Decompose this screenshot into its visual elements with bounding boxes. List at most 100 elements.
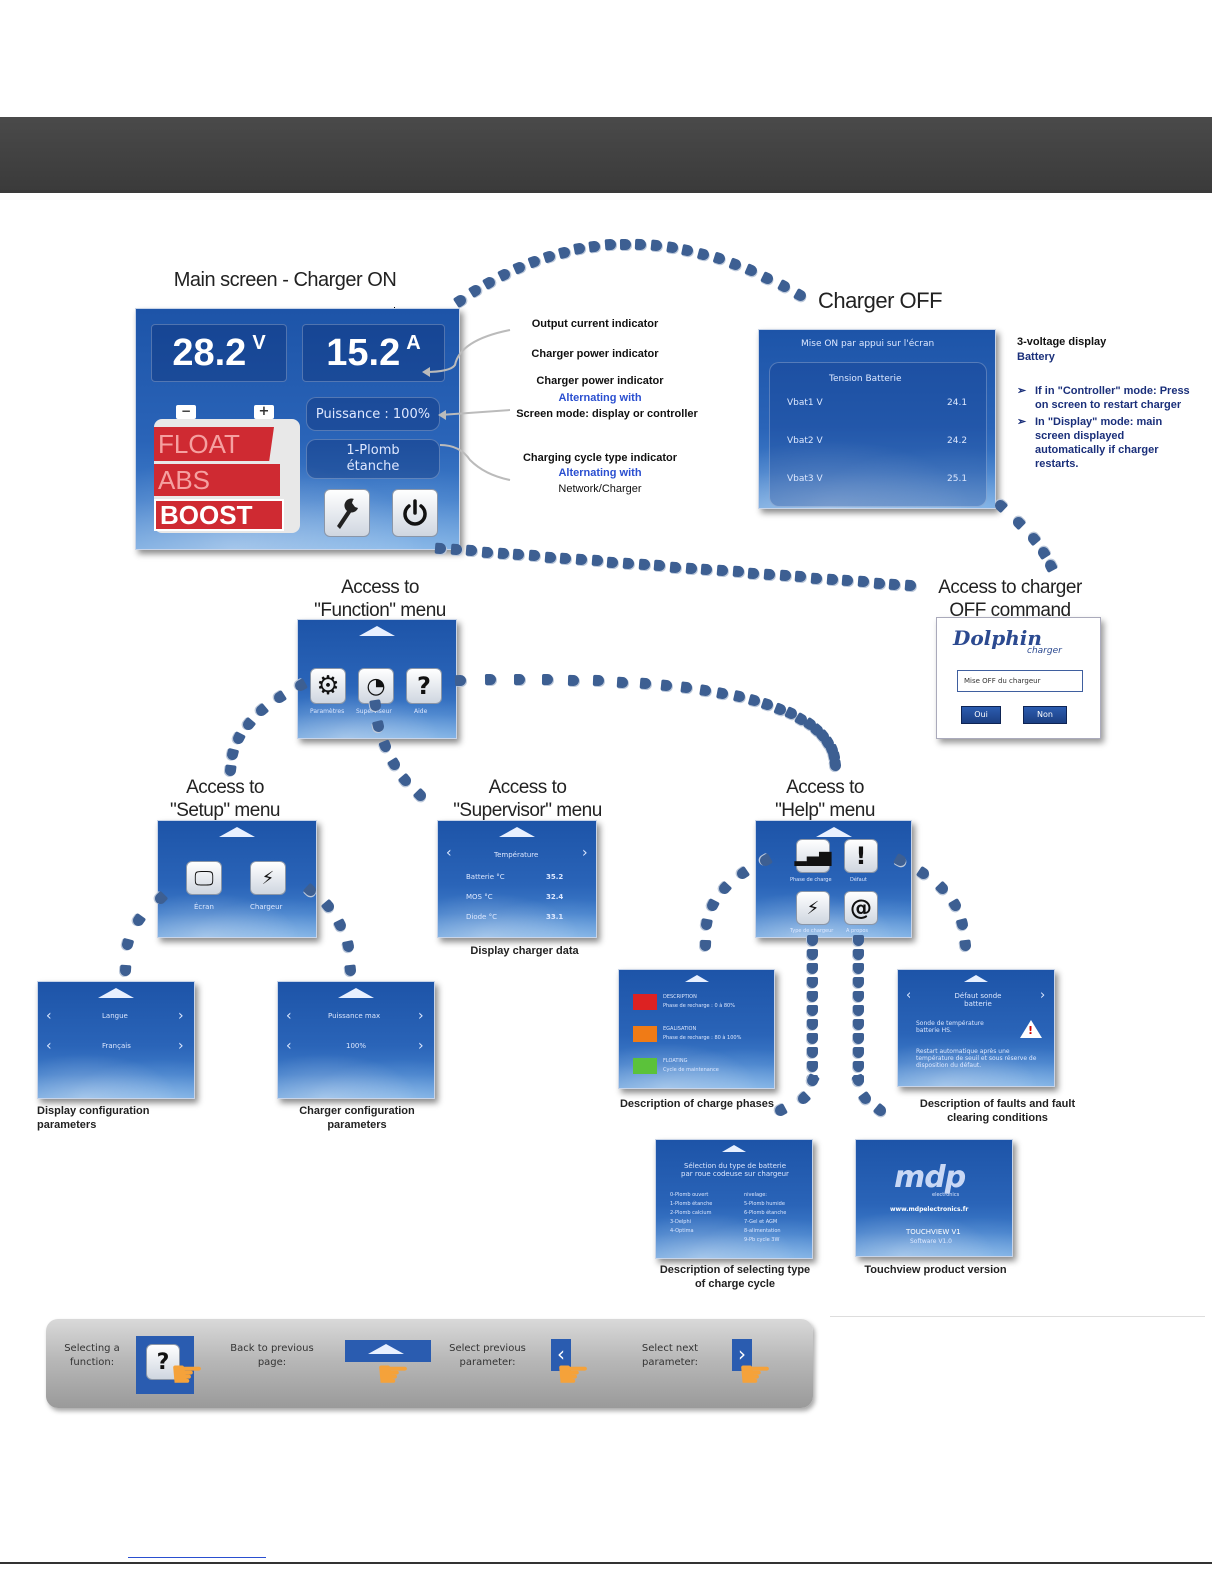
supervisor-menu-title: Access to "Supervisor" menu [453,777,602,821]
help-button[interactable]: ? [406,668,442,704]
flow-arrow-dot [747,567,760,580]
current-box: 15.2 A [302,324,445,382]
flow-arrow-dot [700,563,713,576]
vbat3-value: 25.1 [947,474,968,484]
help-menu-screen: ▂▄▆ ! ⚡ @ Phase de charge Défaut Type de… [755,820,912,938]
flow-arrow-dot [541,674,553,686]
wrench-button[interactable] [324,489,370,537]
back-chevron-icon[interactable] [722,1145,746,1152]
version-product: TOUCHVIEW V1 [906,1228,961,1236]
settings-button[interactable]: ⚙ [310,668,346,704]
next-arrow-icon[interactable]: › [418,1038,424,1054]
supervisor-caption: Display charger data [470,945,579,957]
flow-arrow-dot [604,239,616,251]
flow-arrow-dot [559,552,572,565]
back-chevron-icon[interactable] [684,975,709,982]
cycle-left-4: 4-Optima [670,1228,694,1234]
vbat1-value: 24.1 [947,398,968,408]
mdp-logo: mdp [894,1160,966,1195]
next-arrow-icon[interactable]: › [178,1008,184,1024]
flow-arrow-dot [853,991,864,1002]
voltage-unit: V [252,331,266,354]
charger-off-screen[interactable]: Mise ON par appui sur l'écran Tension Ba… [758,329,996,509]
help-label-type: Type de chargeur [790,928,834,934]
flow-arrow-dot [761,697,775,712]
flow-arrow-dot [434,542,447,555]
back-chevron-icon[interactable] [219,827,255,837]
voltage-value: 28.2 [172,331,247,374]
flow-arrow-dot [467,283,483,299]
bullet-arrow-icon: ➢ [1017,416,1027,428]
vbat1-label: Vbat1 V [787,398,823,408]
display-config-caption: Display configuration parameters [37,1105,150,1131]
prev-arrow-icon[interactable]: ‹ [46,1038,52,1054]
flow-arrow-dot [699,684,712,697]
back-chevron-icon[interactable] [815,827,852,837]
flow-arrow-dot [568,674,580,686]
fault-button[interactable]: ! [844,839,878,873]
flow-arrow-dot [956,917,970,932]
prev-arrow-icon[interactable]: ‹ [286,1038,292,1054]
flow-arrow-dot [807,977,818,988]
flow-arrow-dot [465,545,478,557]
prev-arrow-icon[interactable]: ‹ [906,988,912,1003]
phase-2-text: Phase de recharge : 80 à 100% [663,1035,742,1041]
next-arrow-icon[interactable]: › [178,1038,184,1054]
function-label-supervisor: Superviseur [356,708,392,715]
flow-arrow-dot [681,243,695,257]
next-arrow-icon[interactable]: › [418,1008,424,1024]
flow-arrow-dot [485,674,497,686]
annotation-alternating-2: Alternating with [558,467,642,479]
back-chevron-icon[interactable] [499,827,535,837]
power-button[interactable] [392,489,438,537]
flow-arrow-dot [591,554,604,567]
next-arrow-icon[interactable]: › [1040,988,1046,1003]
back-chevron-icon[interactable] [338,988,374,998]
back-chevron-icon[interactable] [964,975,988,982]
mdp-logo-sub: electronics [932,1192,960,1198]
function-label-help: Aide [414,708,428,715]
flow-arrow-dot [807,1061,818,1072]
flow-arrow-dot [240,716,256,732]
warning-mark: ! [1028,1024,1034,1037]
charger-type-button[interactable]: ⚡ [796,891,830,925]
next-arrow-icon[interactable]: › [582,845,588,861]
supervisor-button[interactable]: ◔ [358,668,394,704]
screen-setup-button[interactable]: 🖵 [186,861,222,895]
no-button[interactable]: Non [1023,706,1067,724]
flow-arrow-dot [853,1019,864,1030]
flow-arrow-dot [760,270,776,286]
charger-setup-button[interactable]: ⚡ [250,861,286,895]
cycle-right-2: 6-Plomb étanche [744,1210,787,1216]
flow-arrow-dot [841,574,854,587]
back-chevron-icon[interactable] [98,988,134,998]
phase-2-name: EGALISATION [663,1026,697,1032]
sup-row-3-label: Diode °C [466,913,497,921]
flow-arrow-dot [131,913,147,929]
charger-off-top-text: Mise ON par appui sur l'écran [801,339,935,349]
prev-arrow-icon[interactable]: ‹ [46,1008,52,1024]
flow-arrow-dot [697,247,711,261]
yes-button[interactable]: Oui [961,706,1001,724]
back-chevron-icon[interactable] [359,626,395,636]
about-button[interactable]: @ [844,891,878,925]
charge-phase-button[interactable]: ▂▄▆ [795,839,831,873]
setup-menu-screen: 🖵 ⚡ Écran Chargeur [157,820,317,938]
flow-arrow-dot [826,573,839,586]
sup-row-1-label: Batterie °C [466,873,505,881]
fault-text-1: Sonde de température batterie HS. [916,1020,984,1034]
flow-arrow-dot [807,1019,818,1030]
warning-icon [1020,1020,1042,1038]
version-software: Software V1.0 [910,1238,953,1245]
flow-arrow-dot [794,570,807,583]
prev-arrow-icon[interactable]: ‹ [286,1008,292,1024]
main-screen[interactable]: 28.2 V 15.2 A − + FLOAT ABS BOOST Puissa… [135,308,460,550]
flow-arrow-dot [619,238,632,250]
function-label-settings: Paramètres [310,708,345,715]
display-config-row1: Langue [102,1012,128,1020]
legend-next-text: Select next parameter: [641,1343,699,1368]
display-config-row2: Français [102,1042,131,1050]
current-unit: A [406,331,421,354]
prev-arrow-icon[interactable]: ‹ [446,845,452,861]
flow-arrow-dot [665,241,679,254]
